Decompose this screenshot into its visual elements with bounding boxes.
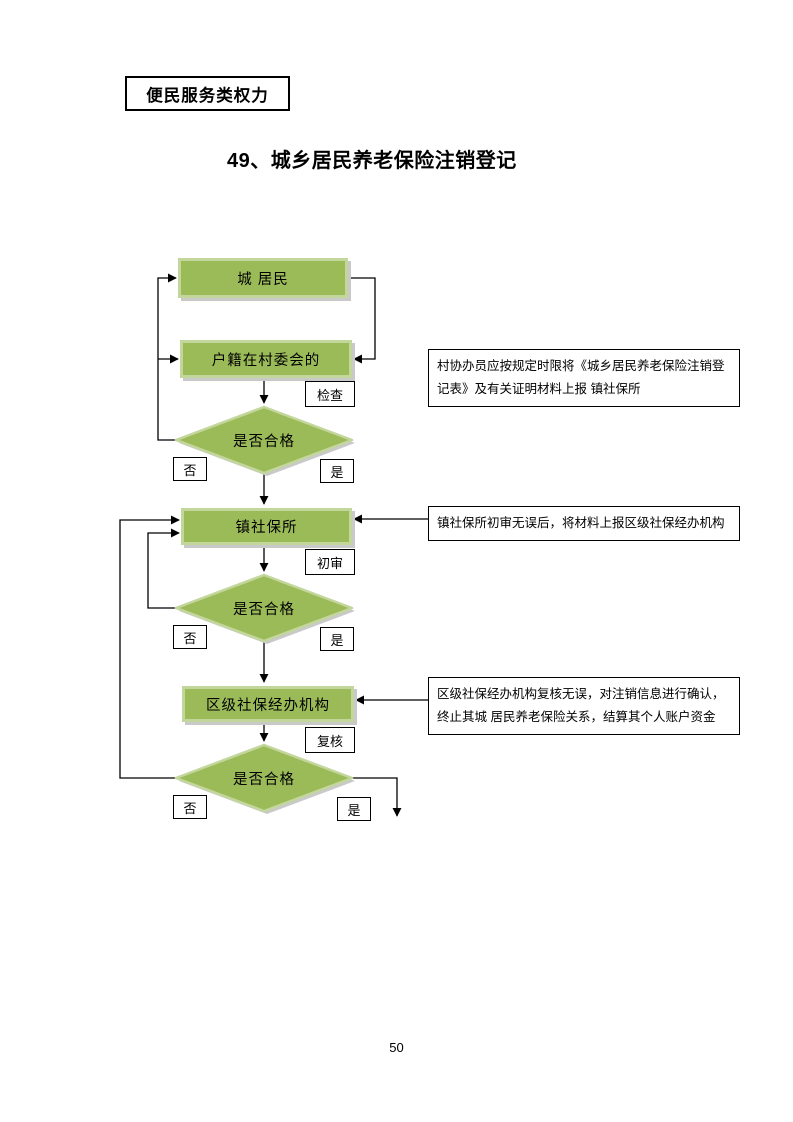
annotation-note-1: 村协办员应按规定时限将《城乡居民养老保险注销登记表》及有关证明材料上报 镇社保所 bbox=[428, 349, 740, 408]
flowchart-node-town-office: 镇社保所 bbox=[181, 508, 352, 545]
page-number: 50 bbox=[389, 1040, 404, 1055]
annotation-note-3: 区级社保经办机构复核无误，对注销信息进行确认，终止其城 居民养老保险关系，结算其… bbox=[428, 677, 740, 736]
step-label-recheck: 复核 bbox=[305, 727, 355, 753]
branch-label-no-3: 否 bbox=[173, 795, 207, 819]
flowchart-node-village-committee: 户籍在村委会的 bbox=[180, 340, 352, 378]
branch-label-yes-2: 是 bbox=[320, 627, 354, 651]
annotation-note-2: 镇社保所初审无误后，将材料上报区级社保经办机构 bbox=[428, 506, 740, 542]
header-category-label: 便民服务类权力 bbox=[146, 86, 269, 105]
branch-label-no-2: 否 bbox=[173, 625, 207, 649]
branch-label-yes-3: 是 bbox=[337, 797, 371, 821]
step-label-check: 检查 bbox=[305, 381, 355, 407]
header-category-box: 便民服务类权力 bbox=[125, 76, 290, 111]
branch-label-no-1: 否 bbox=[173, 457, 207, 481]
step-label-initial-review: 初审 bbox=[305, 549, 355, 575]
page-title: 49、城乡居民养老保险注销登记 bbox=[227, 150, 517, 172]
flowchart-node-district-agency: 区级社保经办机构 bbox=[182, 686, 354, 722]
flowchart-node-residents: 城 居民 bbox=[178, 258, 348, 298]
branch-label-yes-1: 是 bbox=[320, 459, 354, 483]
